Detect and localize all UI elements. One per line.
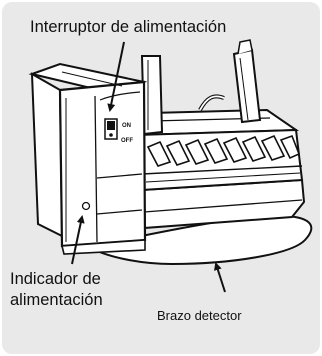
diagram-panel: ON OFF Interruptor de alimentación Indic… [2,2,320,354]
detector-arm-label: Brazo detector [157,308,242,323]
power-indicator-label-line2: alimentación [10,291,103,309]
power-indicator-light [81,201,91,211]
switch-off-label: OFF [121,138,133,144]
power-indicator-arrow [71,215,85,265]
power-indicator-label-line1: Indicador de [10,270,101,288]
power-switch-arrow [107,41,125,112]
icemaker-diagram: ON OFF Interruptor de alimentación Indic… [10,18,313,323]
control-housing [28,62,148,255]
power-switch [104,118,118,140]
ice-tray-body [106,39,306,230]
switch-on-label: ON [122,123,131,129]
power-switch-label: Interruptor de alimentación [30,18,226,36]
detector-arm-arrow [214,262,226,293]
